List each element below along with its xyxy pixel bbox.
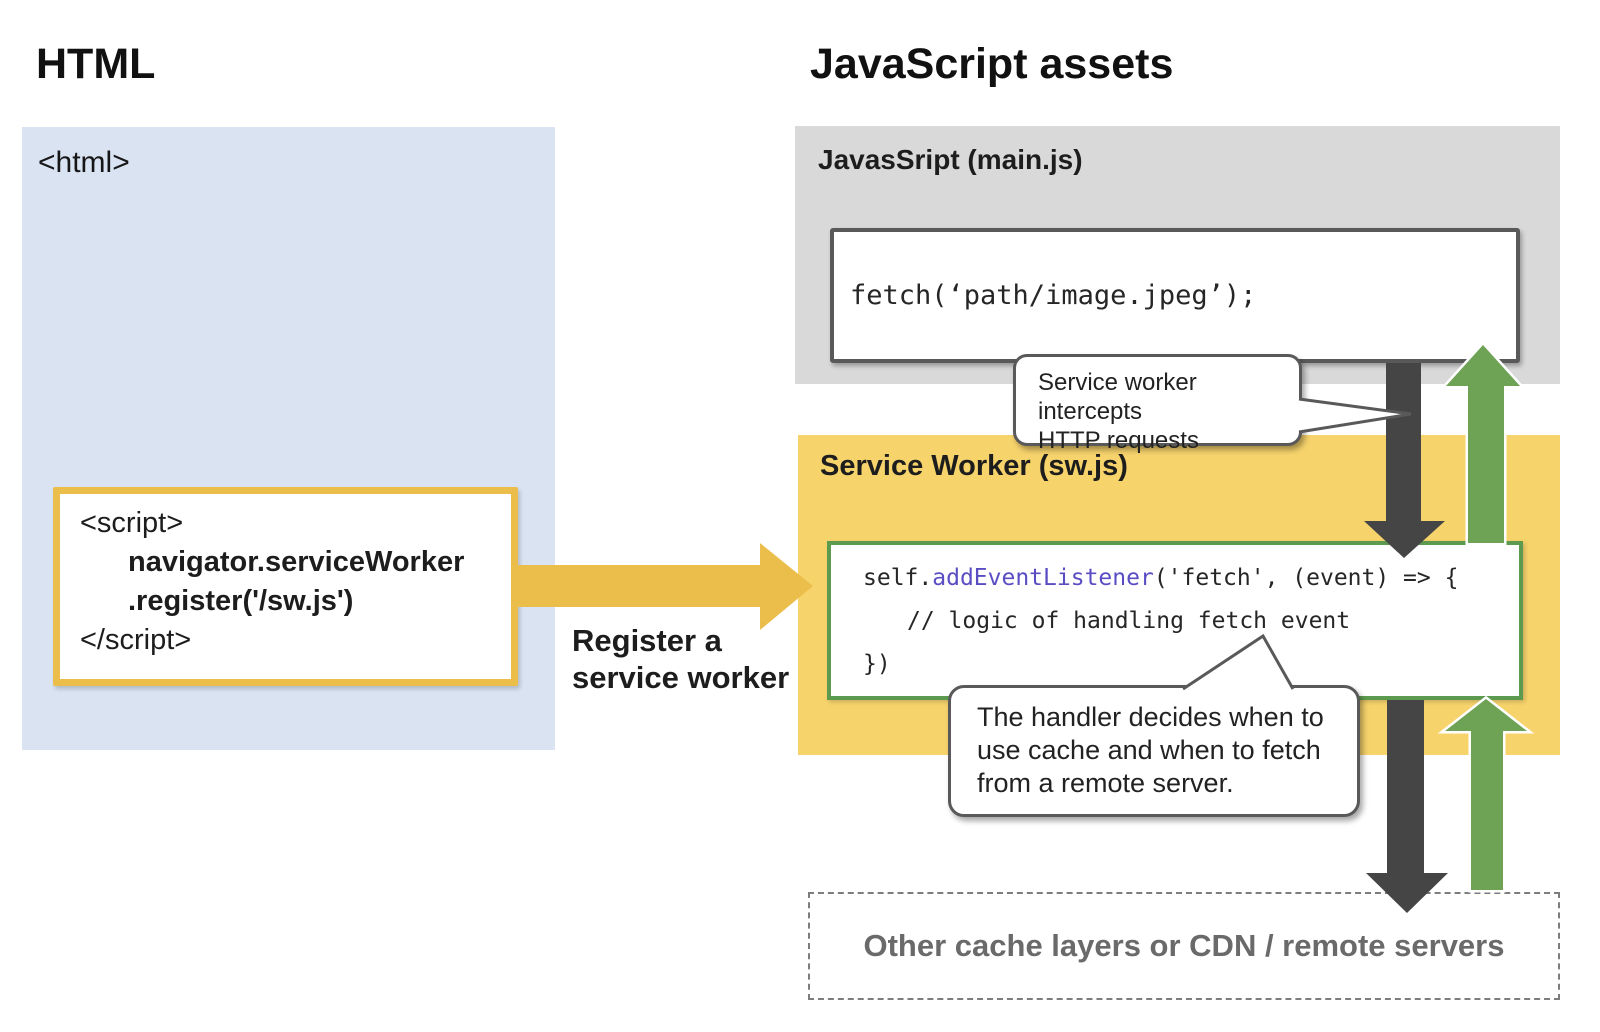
js-assets-section-title: JavaScript assets <box>810 40 1174 88</box>
script-open-tag: <script> <box>80 507 184 539</box>
register-arrow-label: Register a service worker <box>572 623 790 695</box>
sw-code-line-2: // logic of handling fetch event <box>907 608 1351 634</box>
fetch-code: fetch(‘path/image.jpeg’); <box>850 280 1257 311</box>
fetch-code-box: fetch(‘path/image.jpeg’); <box>830 228 1520 363</box>
addeventlistener-keyword: addEventListener <box>932 565 1154 591</box>
service-worker-code-box: self.addEventListener('fetch', (event) =… <box>827 541 1523 700</box>
register-arrow <box>516 543 813 630</box>
html-tag-label: <html> <box>38 146 130 179</box>
other-cache-layers-label: Other cache layers or CDN / remote serve… <box>863 928 1505 963</box>
service-worker-panel-label: Service Worker (sw.js) <box>820 450 1128 482</box>
script-code-line-1: navigator.serviceWorker <box>128 546 465 578</box>
intercept-callout-bubble: Service worker intercepts HTTP requests <box>1013 354 1302 454</box>
script-code-line-2: .register('/sw.js') <box>128 585 354 617</box>
intercept-callout-tail <box>1298 397 1412 434</box>
register-script-box: <script> navigator.serviceWorker .regist… <box>53 487 518 686</box>
sw-code-line-3: }) <box>863 651 891 677</box>
other-cache-layers-box: Other cache layers or CDN / remote serve… <box>808 892 1560 1000</box>
html-section-title: HTML <box>36 40 156 88</box>
handler-callout-bubble: The handler decides when to use cache an… <box>948 685 1360 817</box>
mainjs-panel-label: JavasSript (main.js) <box>818 144 1083 175</box>
sw-code-line-1: self.addEventListener('fetch', (event) =… <box>863 565 1459 591</box>
script-close-tag: </script> <box>80 624 192 656</box>
